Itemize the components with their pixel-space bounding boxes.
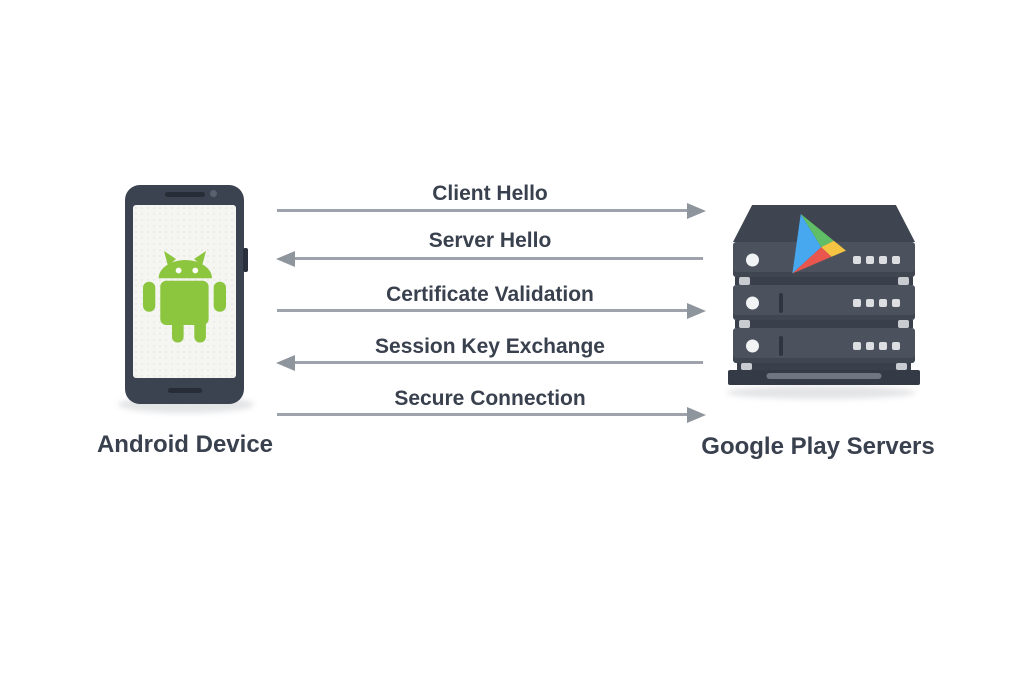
arrowhead-right-icon [687, 203, 706, 219]
led-dots [853, 298, 900, 307]
power-circle [746, 296, 759, 309]
arrow-line [277, 309, 689, 312]
arrow-line [293, 361, 703, 364]
message-label: Session Key Exchange [375, 335, 605, 358]
android-phone [125, 185, 248, 404]
server-shadow [726, 386, 916, 399]
power-circle [746, 253, 759, 266]
drive-slit [779, 335, 783, 356]
phone-home-button [167, 388, 202, 393]
drive-slit [779, 292, 783, 313]
arrowhead-right-icon [687, 407, 706, 423]
server-gap [737, 363, 911, 370]
arrowhead-left-icon [276, 251, 295, 267]
arrow-line [277, 209, 689, 212]
server-gap [735, 277, 913, 285]
power-circle [746, 339, 759, 352]
server-base-slot [766, 373, 882, 379]
led-dots [853, 341, 900, 350]
server-gap [735, 320, 913, 328]
server-unit [733, 328, 915, 363]
message-label: Secure Connection [394, 387, 586, 410]
google-play-servers-label: Google Play Servers [701, 433, 935, 460]
server-base [728, 370, 920, 385]
arrowhead-left-icon [276, 355, 295, 371]
server-stack [728, 205, 920, 390]
message-label: Client Hello [432, 182, 548, 205]
arrow-line [277, 413, 689, 416]
server-unit [733, 285, 915, 320]
android-robot-icon [143, 251, 226, 343]
arrow-line [293, 257, 703, 260]
message-label: Server Hello [428, 229, 552, 252]
phone-speaker [164, 192, 205, 197]
phone-camera-dot [210, 190, 217, 197]
led-dots [853, 255, 900, 264]
arrowhead-right-icon [687, 303, 706, 319]
google-play-logo-icon [792, 213, 846, 274]
phone-side-button [243, 248, 248, 272]
message-label: Certificate Validation [386, 283, 594, 306]
android-device-label: Android Device [96, 431, 274, 458]
